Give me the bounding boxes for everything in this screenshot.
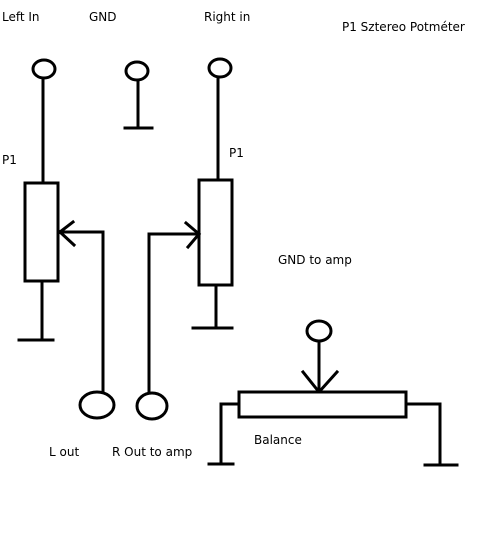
left-input-terminal [31, 58, 57, 185]
balance-potentiometer [207, 319, 459, 467]
right-wiper [147, 220, 202, 394]
label-l-out: L out [49, 445, 79, 459]
label-right-in: Right in [204, 10, 250, 24]
label-p1-right: P1 [229, 146, 244, 160]
left-wiper [57, 219, 105, 394]
label-p1-left: P1 [2, 153, 17, 167]
label-balance: Balance [254, 433, 302, 447]
r-out-terminal [135, 391, 169, 421]
label-gnd: GND [89, 10, 117, 24]
label-left-in: Left In [2, 10, 40, 24]
right-input-terminal [207, 57, 233, 182]
l-out-terminal [78, 390, 116, 420]
label-title: P1 Sztereo Potméter [342, 20, 465, 34]
label-gnd-to-amp: GND to amp [278, 253, 352, 267]
label-r-out: R Out to amp [112, 445, 192, 459]
gnd-terminal [123, 60, 154, 130]
right-potentiometer [191, 178, 234, 330]
left-potentiometer [17, 181, 60, 342]
